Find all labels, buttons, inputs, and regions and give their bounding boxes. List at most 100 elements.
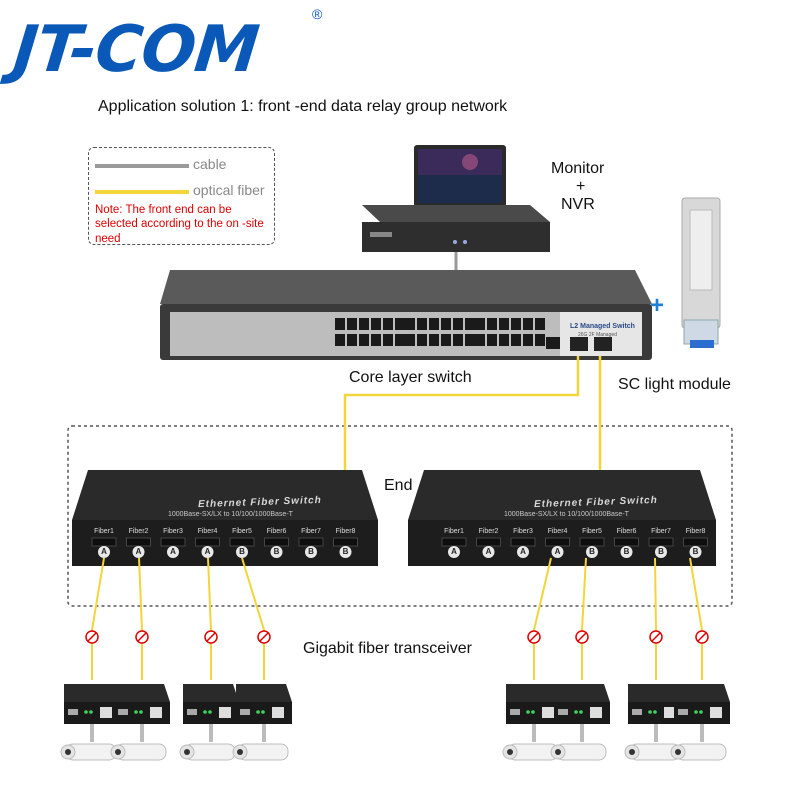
- port-indicator: [236, 546, 248, 558]
- rj45-port: [546, 337, 560, 349]
- fiber-break-icon: [135, 630, 149, 644]
- fiber-break-icon: [257, 630, 271, 644]
- port-indicator: [339, 546, 352, 558]
- port-indicator: [517, 546, 529, 558]
- camera-icon: [179, 724, 236, 761]
- port-mark: A: [101, 547, 107, 556]
- fiber-port: [476, 537, 501, 547]
- rj45-port: [511, 334, 521, 346]
- fiber-link: [138, 557, 143, 680]
- camera-icon: [670, 724, 727, 761]
- fiber-port: [683, 537, 708, 547]
- fiber-port: [545, 537, 570, 547]
- fiber-break-icon: [575, 630, 589, 644]
- port-indicator: [689, 546, 702, 558]
- rj45-port: [475, 318, 485, 330]
- fiber-port: [195, 537, 220, 547]
- rj45-port: [453, 318, 463, 330]
- port-mark: B: [658, 547, 664, 556]
- rj45-port: [429, 334, 439, 346]
- port-indicator: [98, 546, 110, 558]
- sfp-module-icon: [681, 197, 721, 348]
- port-mark: B: [342, 547, 349, 556]
- rj45-port: [359, 318, 369, 330]
- fiber-port-label: Fiber1: [444, 528, 464, 535]
- rj45-port: [465, 318, 475, 330]
- port-indicator: [448, 546, 460, 558]
- transceiver-icon: [183, 684, 239, 724]
- port-indicator: [305, 546, 317, 558]
- port-mark: A: [135, 547, 142, 556]
- rj45-port: [371, 318, 381, 330]
- rj45-port: [487, 334, 497, 346]
- port-mark: A: [485, 547, 492, 556]
- nvr-icon: [362, 205, 550, 252]
- fiber-port-label: Fiber5: [232, 528, 252, 535]
- fiber-port-label: Fiber5: [582, 528, 602, 535]
- port-indicator: [586, 546, 598, 558]
- port-mark: B: [308, 547, 314, 556]
- fiber-link: [241, 557, 265, 680]
- rj45-port: [499, 334, 509, 346]
- core-switch: [160, 270, 652, 360]
- fiber-port-label: Fiber4: [547, 528, 568, 535]
- fiber-break-icon: [85, 630, 99, 644]
- port-indicator: [270, 546, 283, 558]
- camera-icon: [60, 724, 117, 761]
- transceiver-icon: [114, 684, 170, 724]
- rj45-port: [417, 318, 427, 330]
- core-switch-label: Core layer switch: [349, 369, 472, 386]
- port-mark: A: [204, 547, 211, 556]
- fiber-port-label: Fiber7: [301, 528, 321, 535]
- rj45-port: [475, 334, 485, 346]
- rj45-port: [335, 334, 345, 346]
- monitor-plus-label: +: [576, 178, 586, 195]
- rj45-port: [395, 318, 405, 330]
- rj45-port: [383, 318, 393, 330]
- rj45-port: [535, 334, 545, 346]
- nvr-label: NVR: [561, 196, 595, 213]
- rj45-port: [465, 334, 475, 346]
- cable-legend-line: [95, 164, 189, 168]
- port-indicator: [132, 546, 145, 558]
- legend-note: Note: The front end can be selected acco…: [95, 204, 264, 245]
- fiber-legend-label: optical fiber: [193, 182, 265, 198]
- fiber-port-label: Fiber6: [266, 528, 287, 535]
- fiber-port-label: Fiber3: [513, 528, 533, 535]
- fiber-port: [614, 537, 639, 547]
- fiber-break-icon: [695, 630, 709, 644]
- port-indicator: [551, 546, 564, 558]
- port-mark: B: [273, 547, 280, 556]
- fiber-break-icon: [527, 630, 541, 644]
- registered-mark: ®: [312, 6, 323, 22]
- module-plus-label: +: [650, 292, 665, 319]
- fiber-link: [581, 557, 587, 680]
- port-mark: A: [170, 547, 176, 556]
- fiber-port: [298, 537, 324, 547]
- fiber-port-label: Fiber8: [335, 528, 356, 535]
- core-switch-panel-sub: 26G 2F Managed: [578, 332, 617, 338]
- port-indicator: [620, 546, 633, 558]
- fiber-port: [441, 537, 467, 547]
- rj45-port: [383, 334, 393, 346]
- port-indicator: [482, 546, 495, 558]
- legend: cable optical fiber Note: The front end …: [88, 147, 275, 245]
- fiber-port-label: Fiber3: [163, 528, 183, 535]
- fiber-port-label: Fiber2: [128, 528, 149, 535]
- camera-icon: [624, 724, 681, 761]
- rj45-port: [359, 334, 369, 346]
- fiber-break-icon: [649, 630, 663, 644]
- fiber-port-label: Fiber2: [478, 528, 499, 535]
- port-mark: B: [239, 547, 245, 556]
- monitor-label: Monitor: [551, 160, 605, 177]
- port-mark: A: [554, 547, 561, 556]
- fiber-legend-line: [95, 190, 189, 194]
- rj45-port: [535, 318, 545, 330]
- fiber-port: [264, 537, 289, 547]
- rj45-port: [347, 334, 357, 346]
- fiber-link: [533, 557, 552, 680]
- fiber-port: [160, 537, 186, 547]
- fiber-break-icon: [204, 630, 218, 644]
- page-title: Application solution 1: front -end data …: [98, 98, 508, 115]
